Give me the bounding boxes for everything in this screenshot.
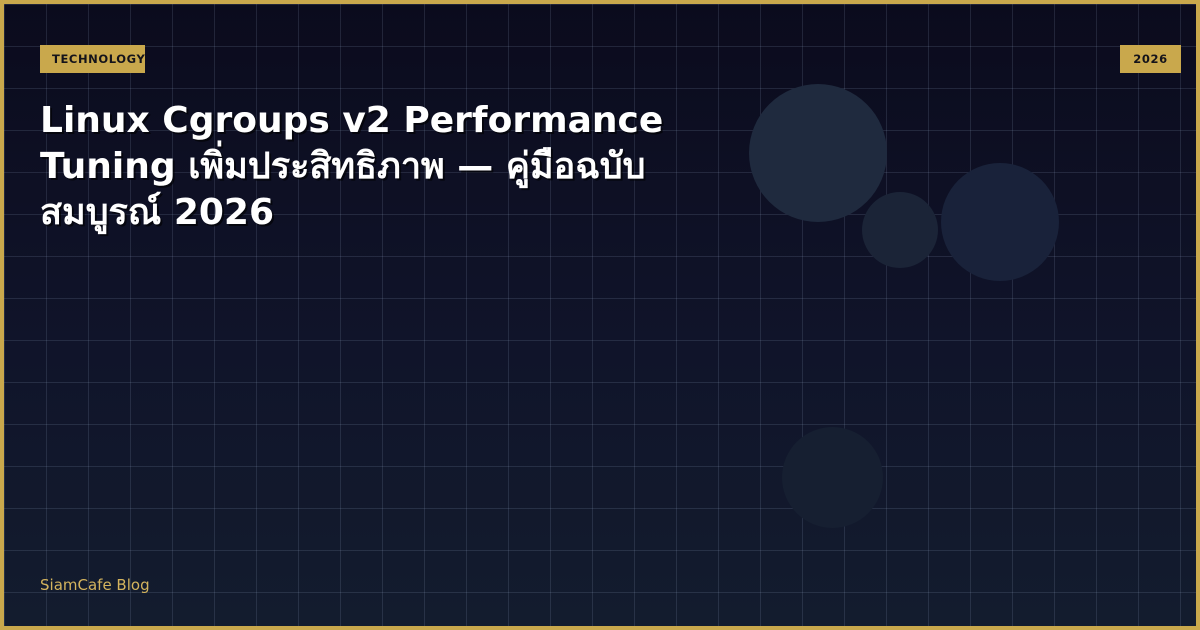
decorative-circle-bottom xyxy=(782,427,883,528)
site-brand: SiamCafe Blog xyxy=(40,576,150,594)
decorative-circle-medium xyxy=(941,163,1059,281)
article-title: Linux Cgroups v2 Performance Tuning เพิ่… xyxy=(40,100,664,233)
decorative-circle-large xyxy=(749,84,887,222)
decorative-circle-small xyxy=(862,192,938,268)
year-badge: 2026 xyxy=(1120,45,1181,73)
category-badge: TECHNOLOGY xyxy=(40,45,145,73)
